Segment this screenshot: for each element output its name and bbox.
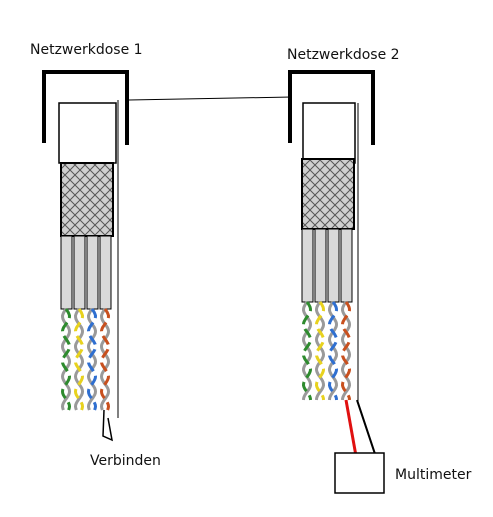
- outlet-1-bridge-wire: [102, 409, 113, 442]
- multimeter-box: [334, 452, 385, 494]
- outlet-2-twisted-pairs: [301, 301, 352, 401]
- outlet-1-pair-blue: [86, 308, 98, 411]
- outlet-2-pair-green-white-strand: [301, 301, 313, 401]
- outlet-1-conductors: [60, 235, 112, 310]
- outlet-1-label: Netzwerkdose 1: [30, 42, 143, 58]
- outlet-1-pair-orange-white-strand: [99, 308, 111, 411]
- multimeter-probe-black: [356, 399, 376, 455]
- outlet-1-pair-yellow-white-strand: [73, 308, 85, 411]
- multimeter-probe-red: [344, 399, 358, 457]
- outlet-1-plug: [58, 102, 117, 164]
- outlet-1-twisted-pairs: [60, 308, 111, 411]
- outlet-1-braided-shield: [60, 162, 114, 237]
- outlet-1-pair-yellow: [73, 308, 85, 411]
- outlet-2-pair-green: [301, 301, 313, 401]
- outlet-2: [288, 70, 375, 402]
- outlet-2-pair-yellow-white-strand: [314, 301, 326, 401]
- outlet-2-housing: [288, 70, 375, 145]
- outlet-1-pair-green-white-strand: [60, 308, 72, 411]
- multimeter-label: Multimeter: [395, 467, 472, 483]
- outlet-2-pair-yellow: [314, 301, 326, 401]
- outlet-1-housing: [42, 70, 129, 145]
- outlet-2-pair-orange-white-strand: [340, 301, 352, 401]
- outlet-1: [42, 70, 129, 442]
- connect-label: Verbinden: [90, 453, 161, 469]
- outlet-1-pair-blue-white-strand: [86, 308, 98, 411]
- outlet-2-label: Netzwerkdose 2: [287, 47, 400, 63]
- cable-link-line: [128, 96, 293, 101]
- outlet-1-pair-orange: [99, 308, 111, 411]
- outlet-2-pair-blue: [327, 301, 339, 401]
- outlet-2-braided-shield: [301, 158, 355, 230]
- outlet-2-conductors: [301, 228, 353, 303]
- outlet-2-plug: [302, 102, 356, 164]
- outlet-2-pair-blue-white-strand: [327, 301, 339, 401]
- outlet-2-pair-orange: [340, 301, 352, 401]
- outlet-1-pair-green: [60, 308, 72, 411]
